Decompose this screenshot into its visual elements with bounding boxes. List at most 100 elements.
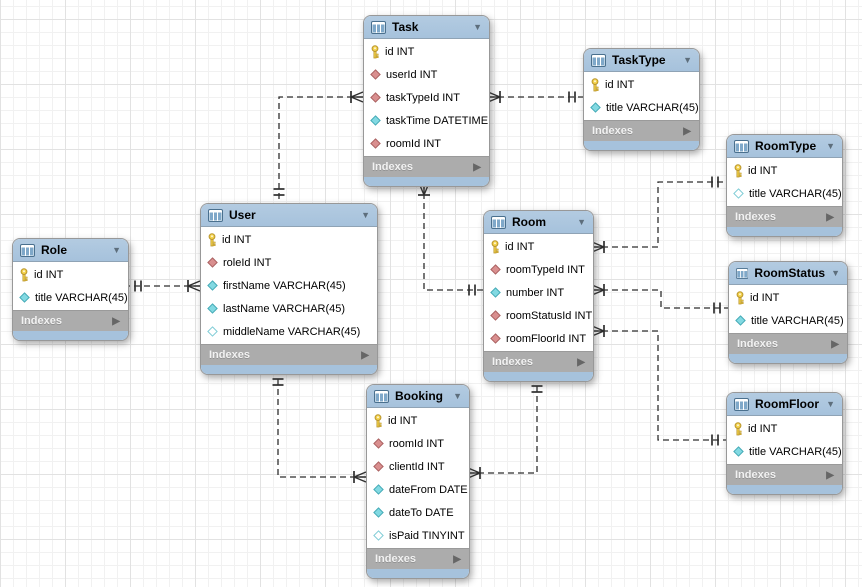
field-title[interactable]: title VARCHAR(45) [727,440,842,463]
field-roleid[interactable]: roleId INT [201,251,377,274]
attribute-diamond-icon [370,115,381,126]
indexes-bar[interactable]: Indexes▶ [729,333,847,354]
indexes-bar[interactable]: Indexes▶ [367,548,469,569]
collapse-triangle-icon[interactable]: ▼ [453,390,462,401]
table-footer [727,227,842,236]
indexes-expand-arrow-icon[interactable]: ▶ [831,338,839,350]
table-header[interactable]: Room▼ [484,211,593,234]
field-id[interactable]: id INT [484,235,593,258]
field-middlename[interactable]: middleName VARCHAR(45) [201,320,377,343]
field-dateto[interactable]: dateTo DATE [367,501,469,524]
table-icon [371,20,386,34]
indexes-expand-arrow-icon[interactable]: ▶ [112,315,120,327]
field-label: title VARCHAR(45) [749,445,842,458]
table-header[interactable]: Role▼ [13,239,128,262]
table-header[interactable]: RoomStatus▼ [729,262,847,285]
table-header[interactable]: Booking▼ [367,385,469,408]
table-header[interactable]: User▼ [201,204,377,227]
relationship-task-user[interactable] [273,91,364,203]
indexes-expand-arrow-icon[interactable]: ▶ [361,349,369,361]
table-header[interactable]: RoomFloor▼ [727,393,842,416]
collapse-triangle-icon[interactable]: ▼ [831,267,840,278]
field-list: id INT title VARCHAR(45) [727,416,842,464]
table-icon [591,53,606,67]
field-roomid[interactable]: roomId INT [367,432,469,455]
field-id[interactable]: id INT [584,73,699,96]
collapse-triangle-icon[interactable]: ▼ [361,209,370,220]
relationship-user-role[interactable] [127,280,201,292]
field-title[interactable]: title VARCHAR(45) [13,286,128,309]
field-roomfloorid[interactable]: roomFloorId INT [484,327,593,350]
indexes-bar[interactable]: Indexes▶ [201,344,377,365]
collapse-triangle-icon[interactable]: ▼ [473,21,482,32]
indexes-expand-arrow-icon[interactable]: ▶ [453,553,461,565]
field-id[interactable]: id INT [727,159,842,182]
indexes-bar[interactable]: Indexes▶ [727,206,842,227]
collapse-triangle-icon[interactable]: ▼ [577,216,586,227]
relationship-booking-room[interactable] [467,378,543,479]
field-id[interactable]: id INT [364,40,489,63]
field-id[interactable]: id INT [201,228,377,251]
indexes-expand-arrow-icon[interactable]: ▶ [683,125,691,137]
table-name: Task [392,20,419,34]
nullable-attribute-diamond-icon [207,326,218,337]
field-clientid[interactable]: clientId INT [367,455,469,478]
indexes-bar[interactable]: Indexes▶ [584,120,699,141]
relationship-room-roomtype[interactable] [591,176,726,254]
field-tasktypeid[interactable]: taskTypeId INT [364,86,489,109]
field-userid[interactable]: userId INT [364,63,489,86]
field-id[interactable]: id INT [13,263,128,286]
field-label: roomFloorId INT [506,332,587,345]
field-title[interactable]: title VARCHAR(45) [727,182,842,205]
field-id[interactable]: id INT [729,286,847,309]
field-title[interactable]: title VARCHAR(45) [584,96,699,119]
field-firstname[interactable]: firstName VARCHAR(45) [201,274,377,297]
relationship-room-roomfloor[interactable] [591,325,726,446]
indexes-bar[interactable]: Indexes▶ [484,351,593,372]
relationship-task-tasktype[interactable] [487,91,583,103]
relationship-task-room[interactable] [418,182,483,296]
field-roomid[interactable]: roomId INT [364,132,489,155]
table-roomfloor[interactable]: RoomFloor▼id INT title VARCHAR(45) Indexes… [726,392,843,495]
table-header[interactable]: RoomType▼ [727,135,842,158]
foreign-key-diamond-icon [373,461,384,472]
indexes-bar[interactable]: Indexes▶ [13,310,128,331]
indexes-bar[interactable]: Indexes▶ [364,156,489,177]
indexes-expand-arrow-icon[interactable]: ▶ [577,356,585,368]
field-tasktime[interactable]: taskTime DATETIME [364,109,489,132]
field-number[interactable]: number INT [484,281,593,304]
field-datefrom[interactable]: dateFrom DATE [367,478,469,501]
collapse-triangle-icon[interactable]: ▼ [826,398,835,409]
collapse-triangle-icon[interactable]: ▼ [112,244,121,255]
collapse-triangle-icon[interactable]: ▼ [683,54,692,65]
indexes-expand-arrow-icon[interactable]: ▶ [826,469,834,481]
indexes-expand-arrow-icon[interactable]: ▶ [826,211,834,223]
table-header[interactable]: TaskType▼ [584,49,699,72]
relationship-room-roomstatus[interactable] [591,284,728,314]
relationship-booking-user[interactable] [272,371,367,483]
indexes-bar[interactable]: Indexes▶ [727,464,842,485]
attribute-diamond-icon [207,303,218,314]
field-label: dateTo DATE [389,506,454,519]
field-ispaid[interactable]: isPaid TINYINT [367,524,469,547]
field-roomstatusid[interactable]: roomStatusId INT [484,304,593,327]
foreign-key-diamond-icon [207,257,218,268]
attribute-diamond-icon [733,446,744,457]
collapse-triangle-icon[interactable]: ▼ [826,140,835,151]
field-roomtypeid[interactable]: roomTypeId INT [484,258,593,281]
table-header[interactable]: Task ▼ [364,16,489,39]
field-id[interactable]: id INT [727,417,842,440]
field-title[interactable]: title VARCHAR(45) [729,309,847,332]
field-id[interactable]: id INT [367,409,469,432]
field-lastname[interactable]: lastName VARCHAR(45) [201,297,377,320]
indexes-expand-arrow-icon[interactable]: ▶ [473,161,481,173]
